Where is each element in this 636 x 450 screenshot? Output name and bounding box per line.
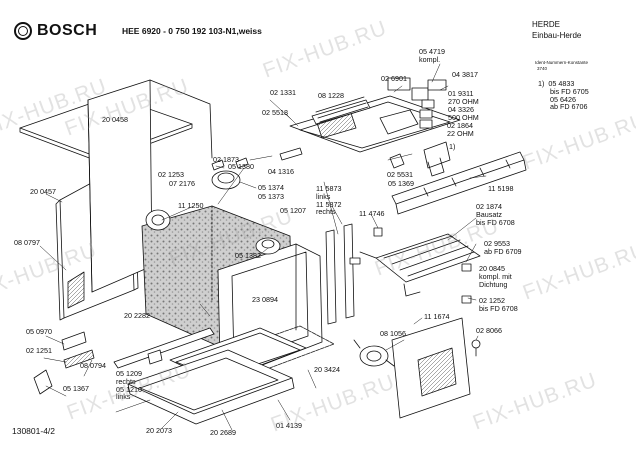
- control-components: [211, 147, 303, 255]
- part-label: 04 1316: [268, 167, 294, 176]
- part-label: 02 8066: [476, 326, 502, 335]
- lower-heating-element: [359, 233, 481, 297]
- bosch-logo-icon: [14, 22, 32, 40]
- category-title: HERDE: [532, 20, 561, 29]
- part-label: 20 0845 kompl. mit Dichtung: [479, 264, 512, 289]
- part-label: 20 2689: [210, 428, 236, 437]
- brand-name: BOSCH: [37, 22, 98, 39]
- part-label: 02 1253: [158, 170, 184, 179]
- part-label: 08 0797: [14, 238, 40, 247]
- ident-label: Ident-Nummern-Konstante: [535, 60, 589, 65]
- ident-value: 3740: [537, 66, 548, 71]
- part-label: 02 6901: [381, 74, 407, 83]
- outer-housing: [87, 79, 213, 293]
- resistor-components: [387, 77, 447, 129]
- door-handle: [113, 327, 215, 369]
- part-label: 1) 05 4833 bis FD 6705 05 6426 ab FD 670…: [538, 79, 589, 112]
- part-label: 04 3817: [452, 70, 478, 79]
- part-label: 11 5873 links 11 5872 rechts: [316, 184, 342, 217]
- part-label: 11 1674: [424, 312, 450, 321]
- part-label: 23 0894: [252, 295, 278, 304]
- part-label: 05 1207: [280, 206, 306, 215]
- part-label: 05 1209 rechts 05 1210 links: [116, 369, 142, 402]
- model-number: HEE 6920 - 0 750 192 103-N1,weiss: [122, 26, 262, 36]
- part-label: 05 1367: [63, 384, 89, 393]
- part-label: 05 4719 kompl.: [419, 47, 445, 64]
- part-label: 02 9553 ab FD 6709: [484, 239, 522, 256]
- part-label: 01 9311 270 OHM: [448, 89, 479, 106]
- part-label: 20 2282: [124, 311, 150, 320]
- side-guides: [325, 223, 355, 325]
- part-label: 11 4746: [359, 209, 385, 218]
- bracket-assembly: [389, 141, 451, 177]
- part-label: 08 0794: [80, 361, 106, 370]
- heater-clamps: [349, 227, 472, 304]
- part-label: 07 2176: [169, 179, 195, 188]
- oven-door: [127, 349, 295, 425]
- part-label: 20 3424: [314, 365, 340, 374]
- part-label: 02 1864 22 OHM: [447, 121, 474, 138]
- part-label: 02 1874 Bausatz bis FD 6708: [476, 202, 515, 227]
- upper-heating-frame: [289, 95, 461, 153]
- part-label: 05 0970: [26, 327, 52, 336]
- hinge-parts: [33, 331, 163, 395]
- rear-panel-grille: [391, 317, 471, 419]
- part-label: 08 1228: [318, 91, 344, 100]
- category-subtitle: Einbau-Herde: [532, 31, 582, 40]
- part-label: 02 1251: [26, 346, 52, 355]
- part-label: 02 5518: [262, 108, 288, 117]
- part-label: 02 1873: [213, 155, 239, 164]
- part-label: 05 1369: [388, 179, 414, 188]
- screw-02-8066: [471, 339, 481, 357]
- upper-heating-element: [311, 96, 371, 125]
- part-label: 05 1380: [228, 162, 254, 171]
- fan-motor: [353, 339, 395, 367]
- part-label: 02 1252 bis FD 6708: [479, 296, 518, 313]
- leader-lines: [39, 63, 487, 431]
- part-label: 04 3326 500 OHM: [448, 105, 479, 122]
- part-label: 20 0458: [102, 115, 128, 124]
- part-label: 02 1331: [270, 88, 296, 97]
- document-reference: 130801-4/2: [12, 426, 56, 436]
- part-label: 05 1373: [258, 192, 284, 201]
- part-label: 11 1250: [178, 201, 204, 210]
- brand-block: BOSCH: [14, 22, 97, 40]
- part-label: 05 1382: [235, 251, 261, 260]
- part-label: 02 5531: [387, 170, 413, 179]
- part-label: 05 1374: [258, 183, 284, 192]
- part-label: 08 1056: [380, 329, 406, 338]
- part-label: 20 0457: [30, 187, 56, 196]
- guide-rail-right: [391, 151, 527, 215]
- part-label: 01 4139: [276, 421, 302, 430]
- part-label: 1): [449, 142, 456, 151]
- part-label: 11 5198: [488, 184, 514, 193]
- part-label: 20 2073: [146, 426, 172, 435]
